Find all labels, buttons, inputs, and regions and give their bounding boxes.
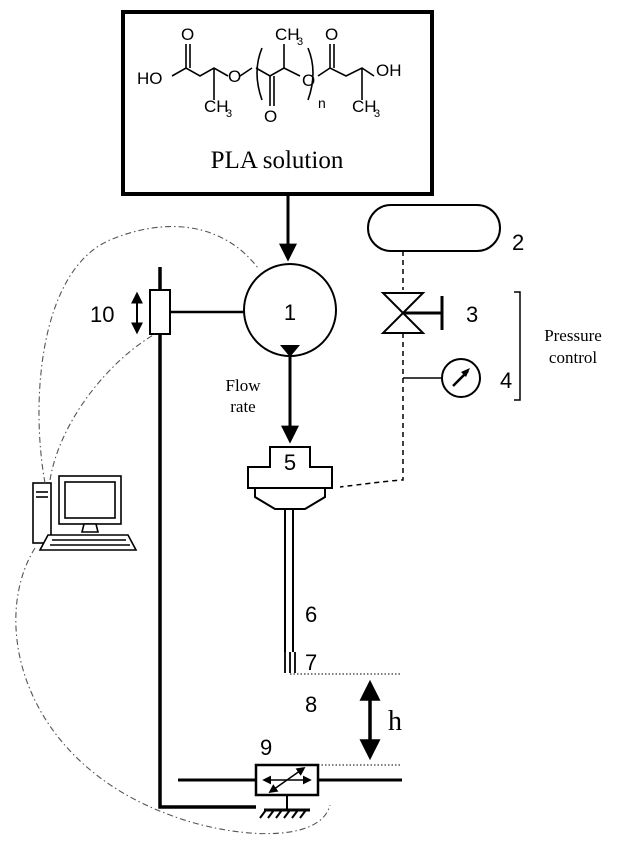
label-z-axis: 10	[90, 302, 114, 327]
computer-icon	[32, 475, 138, 551]
gas-line-valve-printhead	[339, 333, 404, 488]
formula-o-carbonyl-1: O	[181, 25, 194, 44]
nozzle	[284, 652, 296, 673]
flow-rate-label-line2: rate	[230, 397, 255, 416]
label-stage: 9	[260, 735, 272, 760]
label-printhead: 5	[284, 450, 296, 475]
pressure-control-label-line1: Pressure	[544, 326, 602, 345]
formula-o-carbonyl-2: O	[264, 107, 277, 126]
label-pump: 1	[284, 300, 296, 325]
formula-ho: HO	[137, 69, 163, 88]
formula-n: n	[318, 95, 326, 111]
pla-solution-label: PLA solution	[211, 147, 344, 174]
formula-oh: OH	[376, 61, 402, 80]
formula-sub3-right: 3	[374, 108, 380, 120]
label-valve: 3	[466, 302, 478, 327]
label-nozzle: 7	[305, 650, 317, 675]
machine-frame	[158, 267, 256, 809]
flow-rate-label-line1: Flow	[226, 376, 262, 395]
formula-ch3-right: CH	[352, 97, 377, 116]
formula-o-ester-2: O	[302, 71, 315, 90]
formula-sub3-left: 3	[226, 108, 232, 120]
label-gas-tank: 2	[512, 230, 524, 255]
printhead	[247, 446, 333, 510]
pressure-control-label-line2: control	[549, 348, 597, 367]
formula-sub3-top: 3	[297, 36, 303, 48]
label-gap: 8	[305, 692, 317, 717]
pump	[243, 263, 337, 357]
formula-ch3-left: CH	[204, 97, 229, 116]
ground-icon	[259, 795, 310, 819]
pressure-control-bracket	[514, 291, 521, 401]
pla-formula-text: HO O CH 3 O CH 3 O O n O OH CH 3	[137, 25, 402, 126]
label-height: h	[388, 706, 402, 737]
pressure-valve	[380, 292, 444, 334]
z-axis-carriage	[149, 289, 171, 335]
label-gauge: 4	[500, 368, 512, 393]
pump-outlet-indicator	[280, 345, 300, 357]
xy-stage	[254, 763, 320, 797]
pressure-gauge	[441, 358, 481, 398]
formula-o-carbonyl-3: O	[325, 25, 338, 44]
formula-o-ester-1: O	[228, 67, 241, 86]
needle	[284, 509, 294, 652]
pla-chemical-structure	[171, 44, 375, 106]
label-needle: 6	[305, 602, 317, 627]
control-cables	[15, 225, 331, 835]
pla-solution-box	[121, 10, 434, 196]
formula-ch3-top: CH	[275, 25, 300, 44]
gas-tank	[367, 204, 501, 252]
